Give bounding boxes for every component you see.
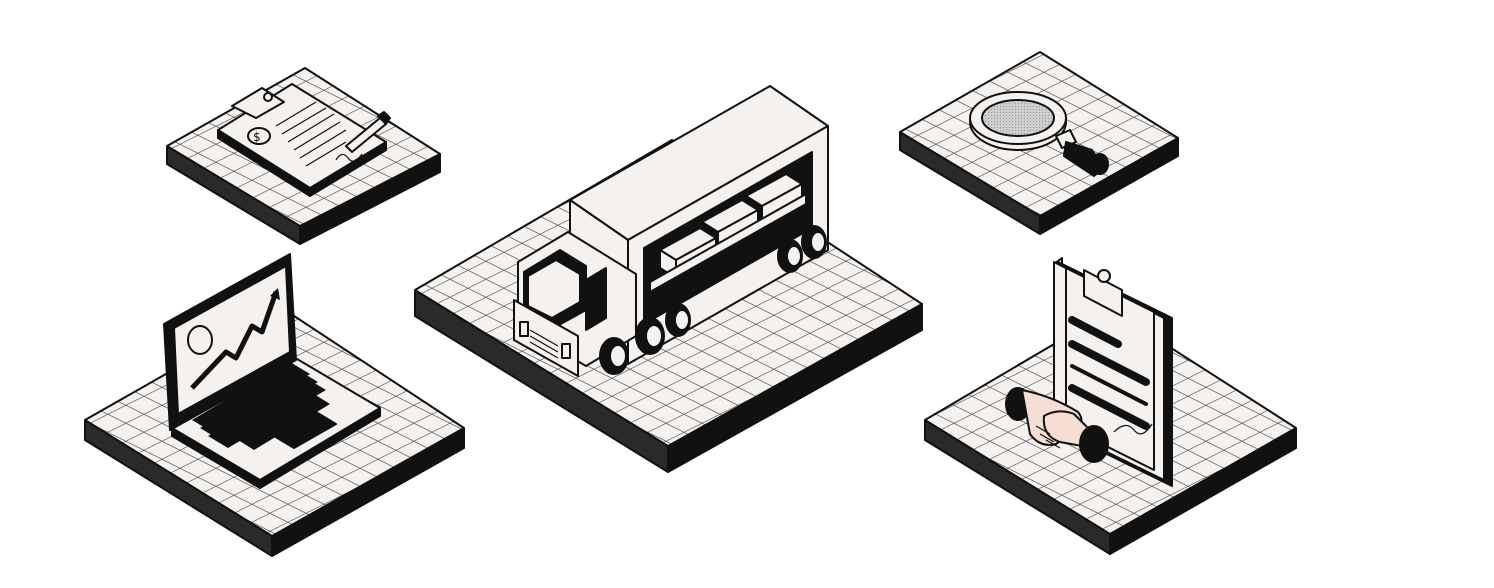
clipboard-handshake-icon [1005, 257, 1173, 487]
truck-boxes-icon [513, 85, 829, 377]
handshake-icon [1005, 387, 1109, 463]
tile-magnifier-search [899, 51, 1179, 235]
laptop-chart-icon [163, 253, 381, 489]
cargo-boxes [649, 173, 807, 293]
tile-agreement-handshake [924, 257, 1297, 555]
truck-wheels [599, 225, 827, 375]
tile-delivery-truck [414, 85, 923, 473]
keyboard [192, 362, 330, 450]
svg-text:$: $ [253, 130, 261, 144]
magnifying-glass-icon [969, 91, 1109, 177]
clipboard-dollar-pen-icon: $ [217, 83, 391, 197]
tile-laptop-analytics [84, 253, 465, 557]
tile-clipboard-contract: $ [166, 67, 441, 245]
